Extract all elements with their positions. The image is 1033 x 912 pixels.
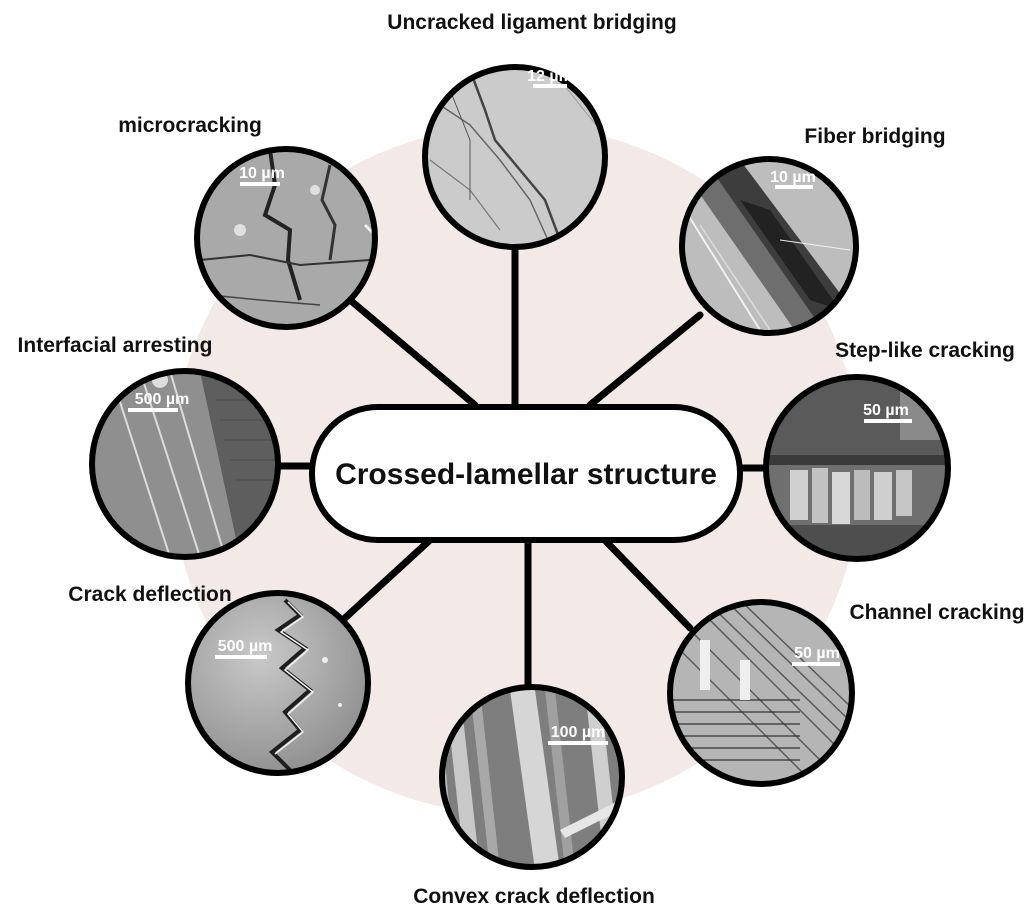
scale-bar-fiber <box>775 185 813 189</box>
label-step: Step-like cracking <box>835 339 1015 362</box>
node-channel: 50 µm Channel cracking <box>670 595 1025 810</box>
node-fiber: 10 µm Fiber bridging <box>682 125 946 345</box>
center-title: Crossed-lamellar structure <box>335 458 717 491</box>
scale-label-uncracked: 12 µm <box>527 68 573 85</box>
scale-label-micro: 10 µm <box>239 165 285 182</box>
scale-label-channel: 50 µm <box>794 645 840 662</box>
scale-label-convex: 100 µm <box>551 724 606 741</box>
scale-bar-convex <box>548 741 608 745</box>
center-node: Crossed-lamellar structure <box>312 407 740 540</box>
label-interfacial: Interfacial arresting <box>18 334 213 357</box>
label-deflection: Crack deflection <box>68 583 231 606</box>
scale-bar-interfacial <box>128 408 178 412</box>
label-uncracked: Uncracked ligament bridging <box>387 11 676 34</box>
scale-label-deflection: 500 µm <box>218 638 273 655</box>
scale-label-fiber: 10 µm <box>770 169 816 186</box>
label-fiber: Fiber bridging <box>804 125 945 148</box>
label-convex: Convex crack deflection <box>413 885 655 908</box>
scale-label-step: 50 µm <box>863 402 909 419</box>
scale-bar-channel <box>792 662 840 666</box>
scale-bar-step <box>864 419 912 423</box>
scale-bar-micro <box>240 182 280 186</box>
label-micro: microcracking <box>118 114 262 137</box>
scale-label-interfacial: 500 µm <box>135 391 190 408</box>
scale-bar-uncracked <box>533 84 567 88</box>
scale-bar-deflection <box>215 655 267 659</box>
node-micro: 10 µm microcracking <box>118 114 385 327</box>
label-channel: Channel cracking <box>849 601 1024 624</box>
